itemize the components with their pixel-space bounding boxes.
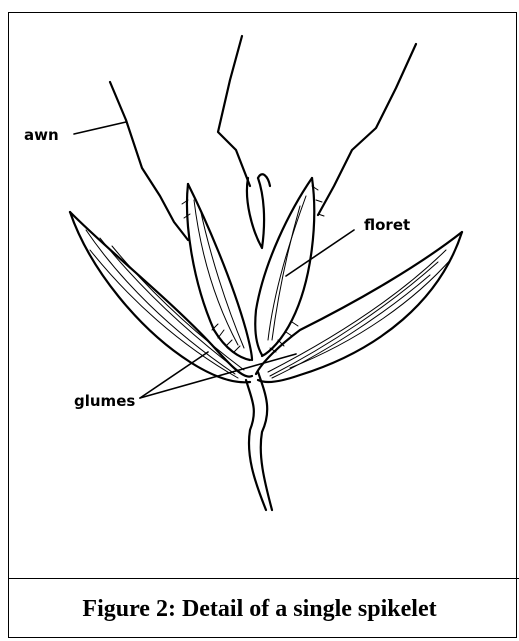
floret-label: floret (364, 216, 410, 234)
glume-left (70, 212, 252, 377)
figure-caption: Figure 2: Detail of a single spikelet (0, 596, 519, 623)
glumes-leader-1 (140, 352, 208, 398)
awn-leader (74, 122, 126, 134)
awn-middle (218, 36, 250, 186)
central-bud (247, 178, 264, 248)
awn-left (110, 82, 188, 240)
awn-label: awn (24, 126, 59, 144)
glumes-label: glumes (74, 392, 135, 410)
floret-left (187, 184, 250, 360)
glumes-leader-2 (140, 354, 296, 398)
awn-right (318, 44, 416, 215)
stem (246, 380, 266, 510)
floret-leader (286, 230, 354, 276)
